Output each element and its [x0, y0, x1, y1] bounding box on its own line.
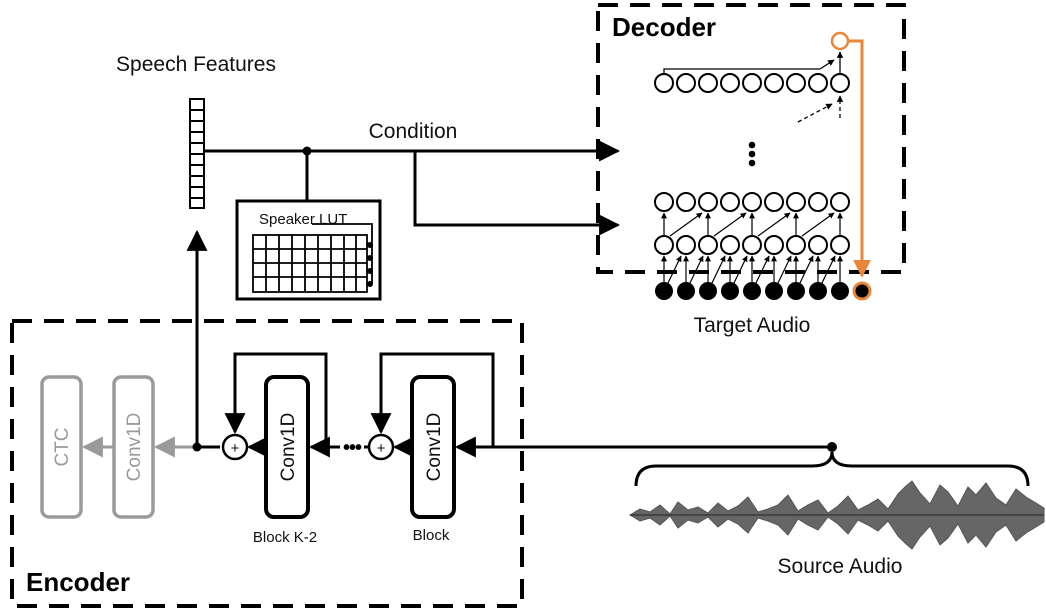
conv1d-label-k2: Conv1D	[278, 413, 299, 482]
speaker-lut-selector-dots	[367, 242, 373, 287]
speaker-lut-label: Speaker LUT	[259, 211, 347, 228]
block-k2-label: Block K-2	[253, 529, 317, 546]
decoder-dilated-connections-upper	[661, 212, 843, 237]
block-label: Block	[413, 527, 450, 544]
ctc-label: CTC	[52, 427, 73, 466]
speaker-lut: Speaker LUT	[235, 199, 382, 301]
source-audio-brace	[634, 451, 1030, 487]
decoder-vertical-ellipsis	[748, 141, 756, 167]
encoder-block: Encoder CTC Conv1D Conv1D Block K-2 + ••…	[10, 229, 524, 608]
decoder-title: Decoder	[612, 12, 716, 42]
decoder-top-skip-line	[663, 68, 820, 74]
decoder-dilated-connections-lower	[661, 255, 843, 284]
encoder-dashed-border	[10, 319, 524, 608]
decoder-hidden-row-2	[654, 192, 850, 212]
conv1d-label-block: Conv1D	[424, 413, 445, 482]
condition-label: Condition	[369, 120, 458, 143]
source-audio-junction	[827, 442, 837, 452]
decoder-output-neuron-orange	[830, 31, 850, 51]
decoder-block: Decoder	[596, 3, 906, 284]
residual-add-block-symbol: +	[377, 440, 386, 457]
encoder-title: Encoder	[26, 567, 130, 597]
decoder-dashed-border	[596, 3, 906, 274]
conv1d-grey-label: Conv1D	[124, 413, 145, 482]
speaker-lut-grid	[252, 223, 373, 293]
target-audio-next-sample-orange	[852, 281, 872, 301]
residual-skip-k2	[224, 352, 328, 447]
residual-add-k2-symbol: +	[231, 440, 240, 457]
autoregressive-feedback-arrow	[849, 39, 871, 278]
decoder-dashed-connection	[797, 103, 833, 123]
decoder-top-neuron-row	[654, 73, 850, 93]
source-audio-label: Source Audio	[778, 555, 903, 578]
target-audio-samples	[655, 282, 849, 300]
decoder-hidden-row-1	[654, 235, 850, 255]
target-audio-label: Target Audio	[694, 314, 811, 337]
residual-skip-block	[370, 352, 495, 447]
source-audio-waveform	[629, 480, 1045, 550]
speech-features-vector	[189, 98, 205, 209]
condition-branch-line	[413, 151, 621, 236]
decoder-top-connection	[819, 59, 835, 70]
ctc-block	[40, 375, 83, 519]
intermediate-blocks-ellipsis: •••	[343, 437, 362, 459]
speech-features-label: Speech Features	[116, 53, 276, 76]
